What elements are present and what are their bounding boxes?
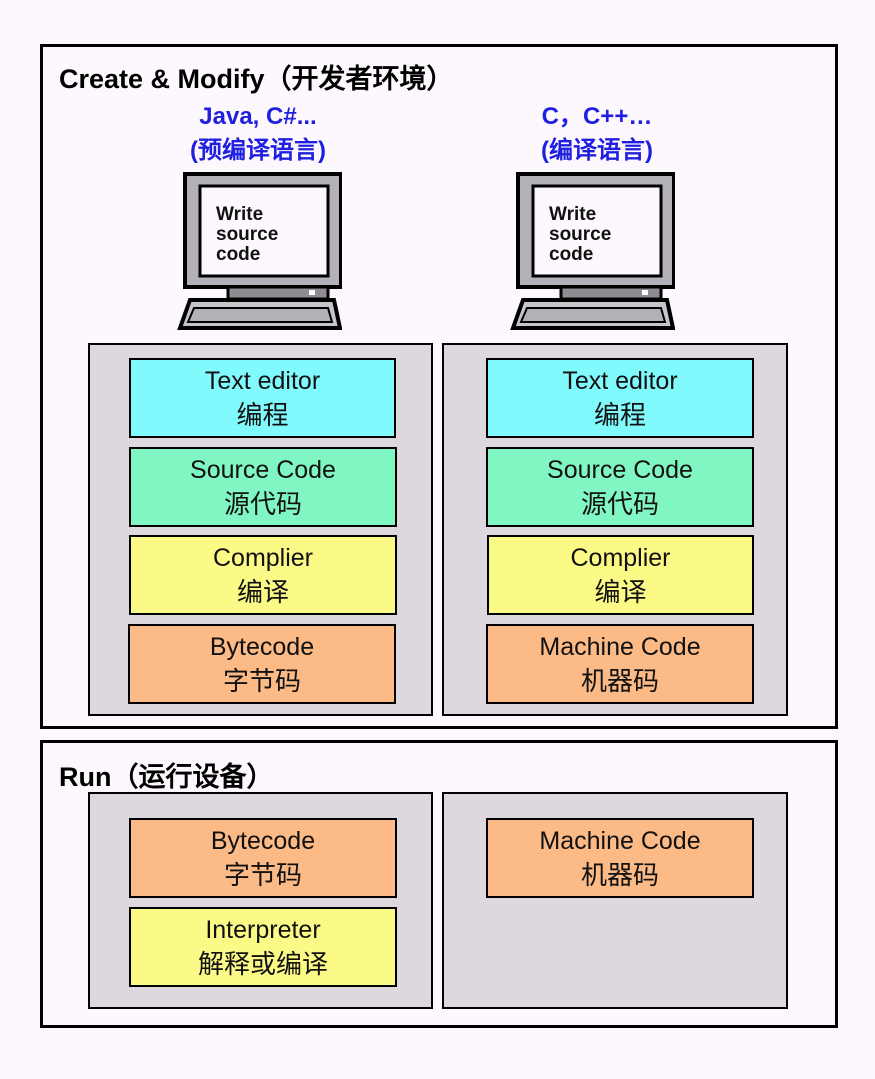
block-label-en: Source Code xyxy=(547,456,693,484)
block-label-en: Source Code xyxy=(190,456,336,484)
monitor-text-line2: source xyxy=(216,224,278,245)
block-label-en: Bytecode xyxy=(209,633,315,661)
lang-label-c-line1: C，C++… xyxy=(541,103,653,130)
block-source-code: Source Code 源代码 xyxy=(129,447,397,527)
block-label-en: Complier xyxy=(212,544,314,572)
lang-label-java-line1: Java, C#... xyxy=(199,103,317,130)
run-title: Run（运行设备） xyxy=(59,762,274,792)
block-label-zh: 编译 xyxy=(594,577,647,607)
monitor-text-line1: Write xyxy=(216,204,263,225)
block-machine-code: Machine Code 机器码 xyxy=(486,818,754,898)
block-label-zh: 字节码 xyxy=(222,666,301,696)
monitor-text-line3: code xyxy=(549,244,593,265)
lang-label-java: Java, C#... (预编译语言) xyxy=(152,100,364,168)
monitor-text-line2: source xyxy=(549,224,611,245)
block-label-zh: 编程 xyxy=(236,400,289,430)
block-label-zh: 解释或编译 xyxy=(197,949,328,979)
computer-monitor-icon: Write source code xyxy=(176,172,342,332)
block-bytecode: Bytecode 字节码 xyxy=(129,818,397,898)
block-compiler: Complier 编译 xyxy=(129,535,397,615)
lang-label-c-line2: (编译语言) xyxy=(541,137,653,164)
block-bytecode: Bytecode 字节码 xyxy=(128,624,396,704)
block-label-zh: 编程 xyxy=(593,400,646,430)
block-label-en: Text editor xyxy=(204,367,321,395)
create-modify-title: Create & Modify（开发者环境） xyxy=(59,64,454,94)
block-label-zh: 源代码 xyxy=(580,489,659,519)
block-text-editor: Text editor 编程 xyxy=(486,358,754,438)
block-label-en: Interpreter xyxy=(205,916,321,944)
computer-monitor-icon: Write source code xyxy=(509,172,675,332)
block-label-zh: 机器码 xyxy=(580,860,659,890)
block-label-en: Complier xyxy=(570,544,671,572)
monitor-text-line3: code xyxy=(216,244,260,265)
block-label-zh: 源代码 xyxy=(223,489,302,519)
block-label-zh: 编译 xyxy=(236,577,289,607)
block-label-zh: 机器码 xyxy=(580,666,659,696)
lang-label-c: C，C++… (编译语言) xyxy=(494,100,700,168)
block-label-en: Machine Code xyxy=(539,633,701,661)
block-label-en: Bytecode xyxy=(210,827,316,855)
block-compiler: Complier 编译 xyxy=(487,535,754,615)
block-label-en: Machine Code xyxy=(539,827,701,855)
block-text-editor: Text editor 编程 xyxy=(129,358,396,438)
block-source-code: Source Code 源代码 xyxy=(486,447,754,527)
block-machine-code: Machine Code 机器码 xyxy=(486,624,754,704)
lang-label-java-line2: (预编译语言) xyxy=(190,137,326,164)
block-label-en: Text editor xyxy=(562,367,678,395)
block-interpreter: Interpreter 解释或编译 xyxy=(129,907,397,987)
block-label-zh: 字节码 xyxy=(223,860,302,890)
monitor-text-line1: Write xyxy=(549,204,596,225)
